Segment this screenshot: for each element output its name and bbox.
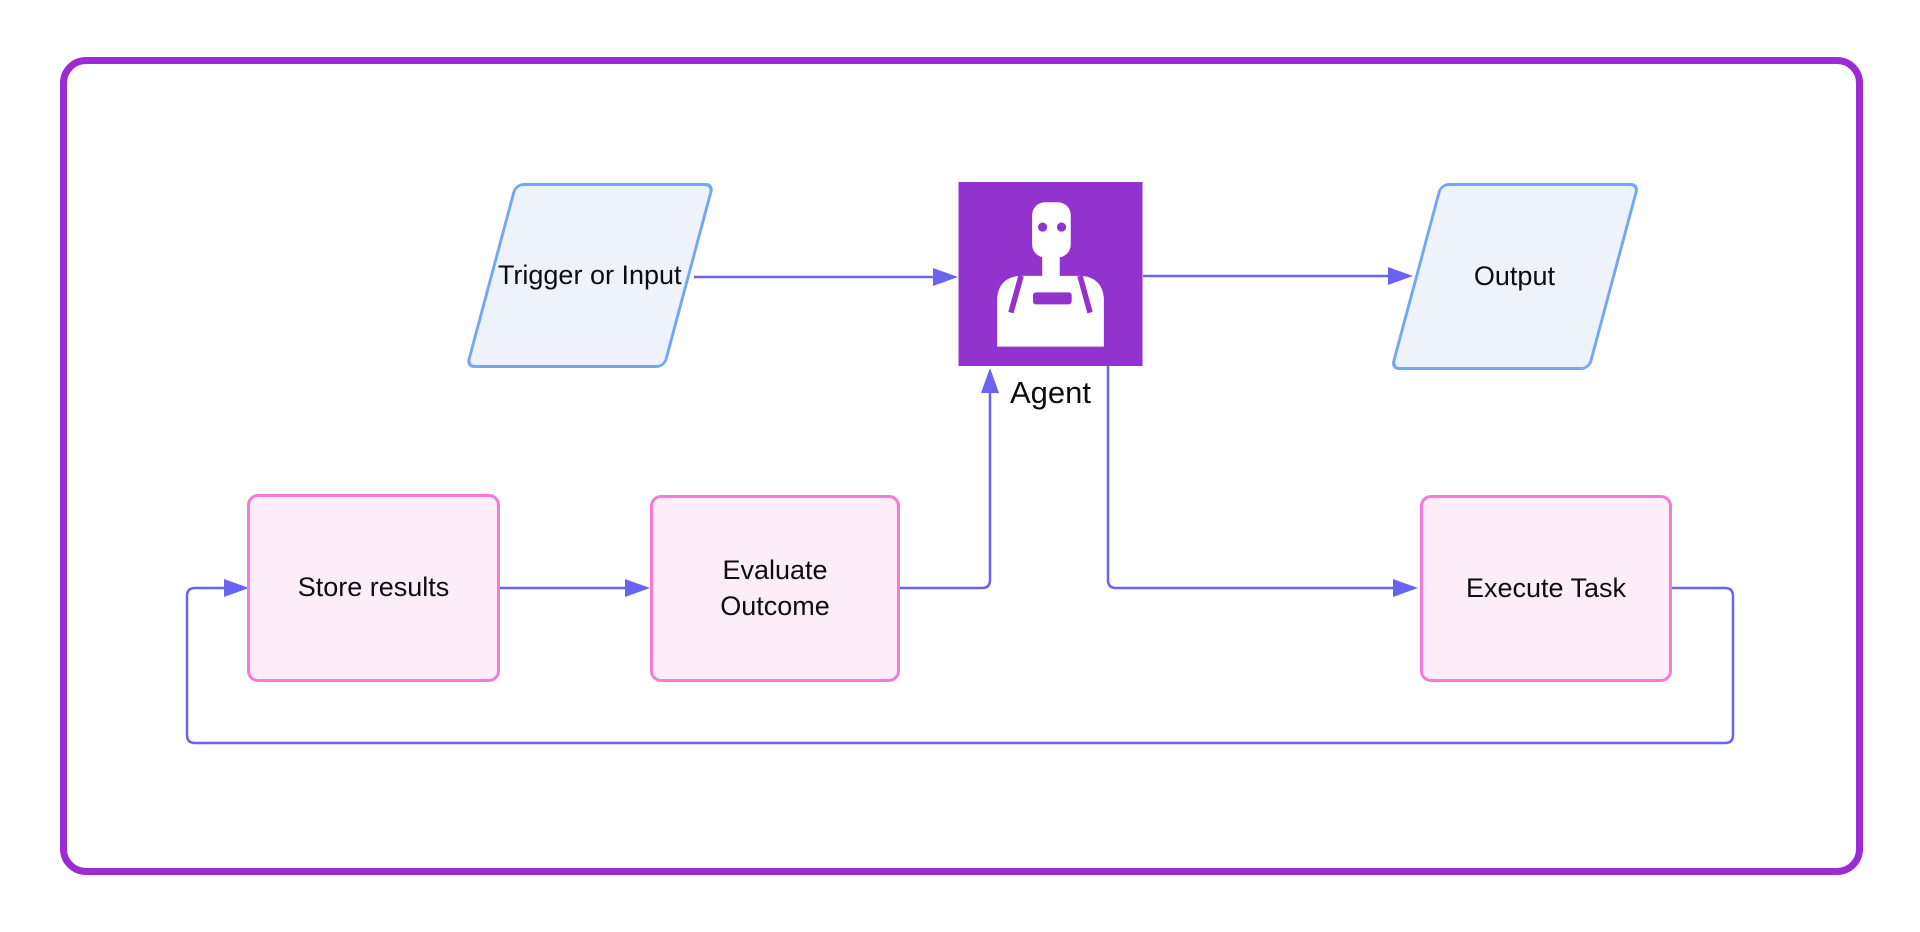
node-execute-task: Execute Task bbox=[1420, 495, 1672, 682]
connector-evaluate-agent bbox=[900, 392, 992, 590]
arrowhead-evaluate-agent bbox=[981, 368, 999, 393]
node-evaluate-outcome-label: Evaluate Outcome bbox=[720, 554, 830, 621]
node-evaluate-outcome: Evaluate Outcome bbox=[650, 495, 900, 682]
node-store-results-label: Store results bbox=[297, 572, 450, 603]
canvas-border bbox=[60, 57, 1863, 875]
node-output-label: Output bbox=[1474, 260, 1556, 291]
arrowhead-execute-store bbox=[224, 579, 249, 597]
connector-agent-execute bbox=[1106, 366, 1394, 590]
node-execute-task-label: Execute Task bbox=[1465, 572, 1627, 603]
arrowhead-agent-execute bbox=[1393, 579, 1418, 597]
arrowhead-agent-output bbox=[1388, 267, 1413, 285]
node-agent bbox=[958, 182, 1143, 366]
node-trigger-input-label: Trigger or Input bbox=[498, 259, 682, 290]
node-store-results: Store results bbox=[247, 494, 500, 682]
connector-execute-store bbox=[185, 586, 1735, 745]
robot-icon bbox=[958, 182, 1143, 366]
node-agent-label: Agent bbox=[1009, 375, 1091, 410]
arrowhead-store-evaluate bbox=[625, 579, 650, 597]
arrowhead-trigger-agent bbox=[933, 268, 958, 286]
